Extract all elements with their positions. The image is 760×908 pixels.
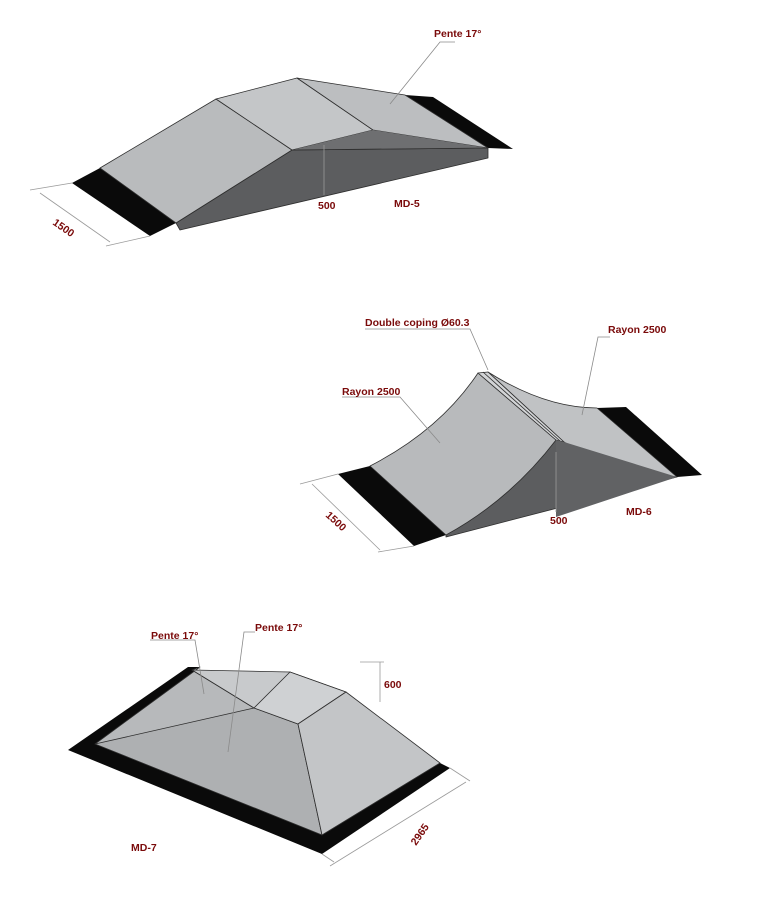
- md5-end-face: [292, 130, 488, 150]
- md5-model-label: MD-5: [394, 198, 420, 210]
- md6-ramp: [299, 328, 702, 553]
- md5-left-base-plate: [72, 168, 176, 236]
- md5-width-dim: 1500: [50, 217, 76, 240]
- md6-right-radius-label: Rayon 2500: [608, 324, 667, 336]
- md6-front-face: [556, 440, 677, 517]
- md6-height-dim: 500: [550, 515, 568, 527]
- md6-model-label: MD-6: [626, 506, 652, 518]
- md7-center-slope-leader: [227, 631, 255, 753]
- md5-width-dim-line: [39, 192, 111, 243]
- md6-width-dim-line: [311, 483, 381, 551]
- md7-length-dim-line: [329, 781, 467, 867]
- md5-height-dim: 500: [318, 200, 336, 212]
- md5-right-base-plate: [405, 95, 513, 149]
- md5-ramp: [29, 41, 513, 247]
- md6-coping-label: Double coping Ø60.3: [365, 317, 470, 329]
- md6-right-base-plate: [597, 407, 702, 477]
- md7-length-dim: 2965: [409, 822, 432, 848]
- md7-right-slope: [297, 691, 441, 836]
- md6-right-radius-leader: [581, 336, 610, 416]
- md6-width-dim: 1500: [323, 509, 349, 534]
- md7-ramp: [68, 631, 471, 867]
- md7-model-label: MD-7: [131, 842, 157, 854]
- md6-coping-leader: [365, 328, 489, 371]
- md7-height-dim: 600: [384, 679, 402, 691]
- md7-center-slope-label: Pente 17°: [255, 622, 302, 634]
- md6-left-radius-leader: [342, 396, 441, 444]
- md7-left-slope-label: Pente 17°: [151, 630, 198, 642]
- md5-slope-leader: [389, 41, 455, 105]
- md7-base-plate: [68, 667, 450, 854]
- md6-left-radius-label: Rayon 2500: [342, 386, 401, 398]
- md6-left-base-plate: [338, 466, 446, 546]
- md5-slope-label: Pente 17°: [434, 28, 481, 40]
- md7-left-slope-leader: [150, 639, 205, 695]
